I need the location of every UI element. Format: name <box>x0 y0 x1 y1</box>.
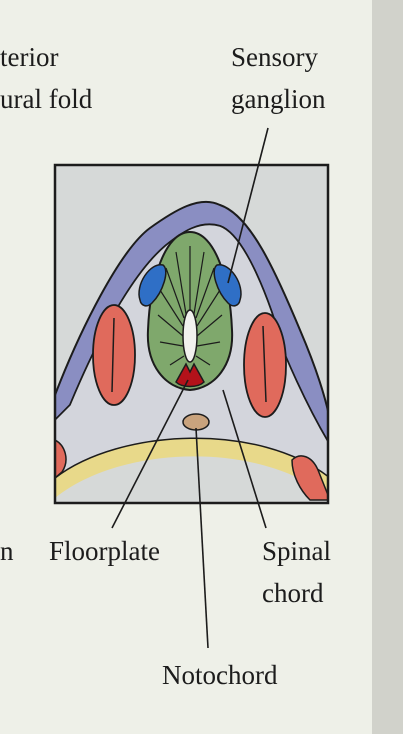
notochord-region <box>182 413 210 431</box>
label-sensory-ganglion-line2: ganglion <box>231 84 326 114</box>
sensory-ganglion-left <box>138 264 167 307</box>
somite-left-line <box>111 317 115 393</box>
somite-lower-right <box>291 455 328 501</box>
somite-right <box>243 312 287 418</box>
label-cut-left-top-1: terior <box>0 42 58 72</box>
scan-edge-shadow <box>372 0 403 734</box>
yolk-band <box>55 436 328 498</box>
label-spinal-chord-line2: chord <box>262 578 324 608</box>
leader-spinal-chord <box>222 389 267 529</box>
neural-lumen <box>182 309 198 363</box>
label-sensory-ganglion-line1: Sensory <box>231 42 318 72</box>
somite-left <box>92 304 136 406</box>
label-cut-left-bottom: n <box>0 536 14 566</box>
somite-left-body <box>92 304 136 406</box>
cross-section-panel <box>53 163 330 505</box>
somite-right-line <box>262 325 267 403</box>
neural-tube-striations <box>157 246 223 366</box>
somite-lower-left <box>55 439 67 479</box>
floorplate-region <box>175 362 205 388</box>
label-spinal-chord-line1: Spinal <box>262 536 331 566</box>
leader-floorplate <box>111 379 189 529</box>
label-floorplate: Floorplate <box>49 536 160 566</box>
sensory-ganglion-right <box>213 264 242 307</box>
label-cut-left-top-2: ural fold <box>0 84 93 114</box>
leader-sensory-ganglion <box>227 127 269 284</box>
label-notochord: Notochord <box>162 660 278 690</box>
leader-lines <box>111 127 269 649</box>
panel-frame <box>53 163 330 505</box>
leader-notochord <box>195 427 209 649</box>
